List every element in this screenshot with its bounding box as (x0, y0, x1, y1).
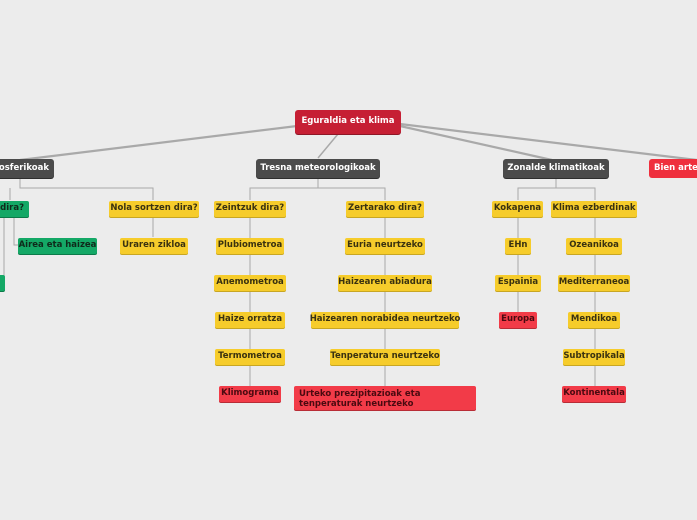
link-zonalde-klima (556, 187, 596, 200)
category-bien-arte[interactable]: Bien arte (649, 159, 697, 178)
location-europa[interactable]: Europa (499, 312, 537, 328)
root-node[interactable]: Eguraldia eta klima (295, 110, 401, 134)
link-atmos-questions (19, 178, 154, 200)
zertarako-dira[interactable]: Zertarako dira? (346, 201, 424, 217)
climate-mediterraneoa[interactable]: Mediterraneoa (558, 275, 630, 291)
climate-subtropikala[interactable]: Subtropikala (563, 349, 625, 365)
purpose-tenperatura[interactable]: Tenperatura neurtzeko (330, 349, 440, 365)
instrument-klimograma[interactable]: Klimograma (219, 386, 281, 402)
airea-eta-haizea[interactable]: Airea eta haizea (18, 238, 97, 254)
climate-kontinentala[interactable]: Kontinentala (562, 386, 626, 402)
atmos-question-1[interactable]: dira? (0, 201, 29, 217)
link-zonalde-kokapena (517, 178, 557, 200)
link-root-tresna (317, 133, 339, 159)
link-root-zonalde (399, 124, 553, 162)
climate-ozeanikoa[interactable]: Ozeanikoa (566, 238, 622, 254)
atmos-question-2[interactable]: Nola sortzen dira? (109, 201, 199, 217)
link-tresna-zeintzuk (249, 178, 319, 200)
category-tresna[interactable]: Tresna meteorologikoak (256, 159, 380, 178)
purpose-haizearen-norabidea[interactable]: Haizearen norabidea neurtzeko (310, 312, 460, 328)
atmos-partial-leaf[interactable]: a (0, 275, 5, 291)
purpose-urteko-prezipitazioak[interactable]: Urteko prezipitazioak eta tenperaturak n… (294, 386, 476, 410)
location-ehn[interactable]: EHn (505, 238, 531, 254)
link-root-bien (399, 122, 697, 162)
instrument-plubiometroa[interactable]: Plubiometroa (216, 238, 284, 254)
klima-ezberdinak[interactable]: Klima ezberdinak (551, 201, 637, 217)
uraren-zikloa[interactable]: Uraren zikloa (120, 238, 188, 254)
location-espainia[interactable]: Espainia (495, 275, 541, 291)
instrument-anemometroa[interactable]: Anemometroa (214, 275, 286, 291)
category-zonalde[interactable]: Zonalde klimatikoak (503, 159, 609, 178)
purpose-haizearen-abiadura[interactable]: Haizearen abiadura (338, 275, 432, 291)
instrument-haize-orratza[interactable]: Haize orratza (215, 312, 285, 328)
link-tresna-zertarako (318, 187, 386, 200)
purpose-euria[interactable]: Euria neurtzeko (345, 238, 425, 254)
link-root-atmos (19, 124, 298, 162)
link-q1-airea (13, 218, 18, 246)
category-atmosferikoak[interactable]: osferikoak (0, 159, 54, 178)
zeintzuk-dira[interactable]: Zeintzuk dira? (214, 201, 286, 217)
instrument-termometroa[interactable]: Termometroa (215, 349, 285, 365)
kokapena[interactable]: Kokapena (492, 201, 543, 217)
climate-mendikoa[interactable]: Mendikoa (568, 312, 620, 328)
